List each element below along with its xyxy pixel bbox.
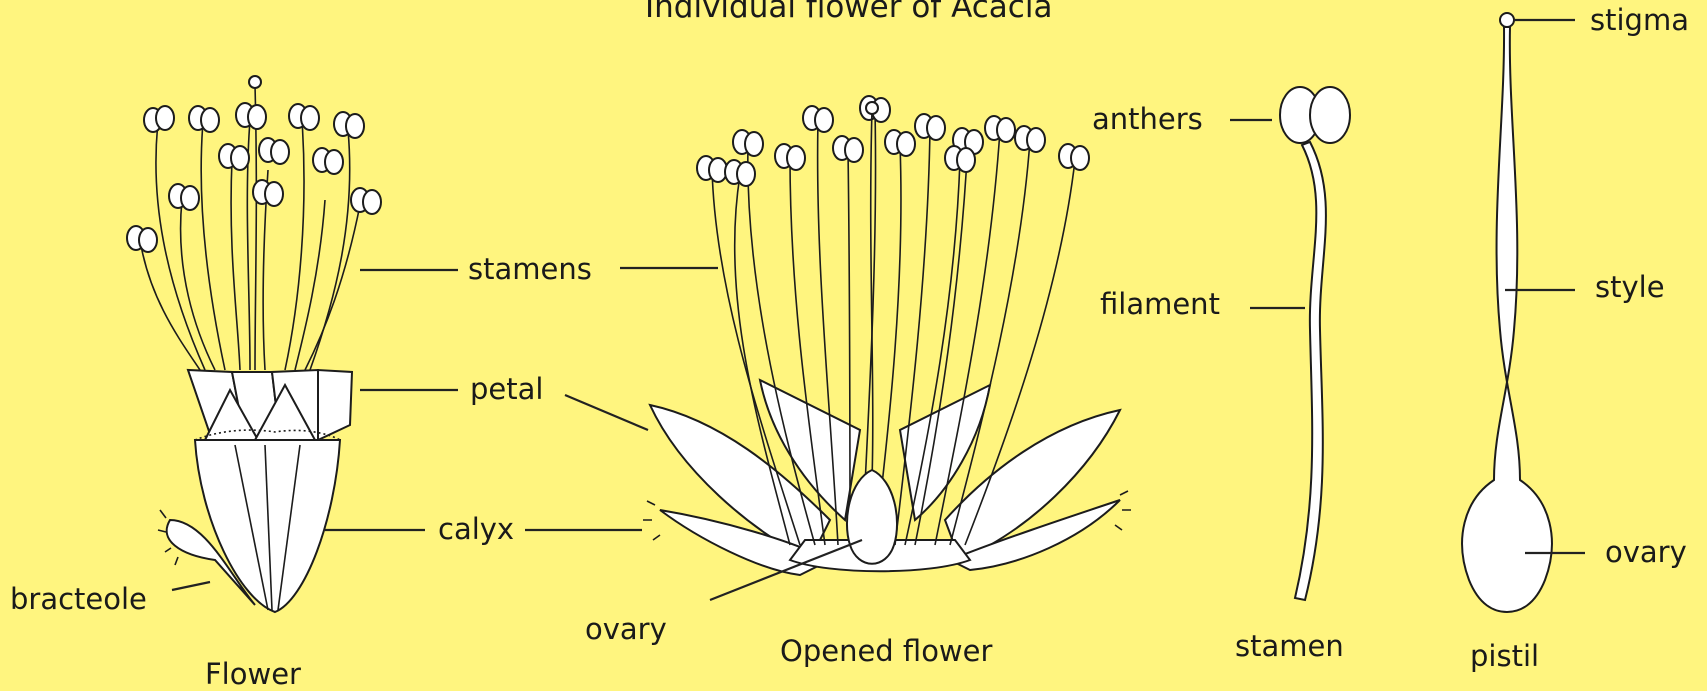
petal-leader-right xyxy=(565,395,648,430)
caption-opened-flower: Opened flower xyxy=(780,637,992,666)
caption-flower: Flower xyxy=(205,660,301,689)
diagram-title: Individual flower of Acacia xyxy=(645,0,1052,23)
opened-anthers xyxy=(697,96,1089,186)
opened-flower-illustration xyxy=(643,96,1131,575)
label-petal: petal xyxy=(470,375,543,404)
label-stigma: stigma xyxy=(1590,6,1689,35)
label-calyx: calyx xyxy=(438,515,514,544)
label-ovary-pistil: ovary xyxy=(1605,538,1687,567)
label-bracteole: bracteole xyxy=(10,585,147,614)
label-filament: filament xyxy=(1100,290,1220,319)
flower-stamens xyxy=(140,85,360,370)
label-anthers: anthers xyxy=(1092,105,1203,134)
flower-calyx xyxy=(195,430,340,612)
flower-anthers xyxy=(127,76,381,252)
caption-pistil: pistil xyxy=(1470,642,1539,671)
caption-stamen: stamen xyxy=(1235,632,1344,661)
flower-corolla xyxy=(188,370,352,440)
single-pistil-illustration xyxy=(1462,13,1552,612)
opened-pistil xyxy=(847,102,897,564)
bracteole-leader xyxy=(172,582,210,590)
single-stamen-illustration xyxy=(1280,87,1350,600)
whole-flower-illustration xyxy=(127,76,381,612)
label-style: style xyxy=(1595,273,1665,302)
label-ovary-opened: ovary xyxy=(585,615,667,644)
label-stamens: stamens xyxy=(468,255,592,284)
